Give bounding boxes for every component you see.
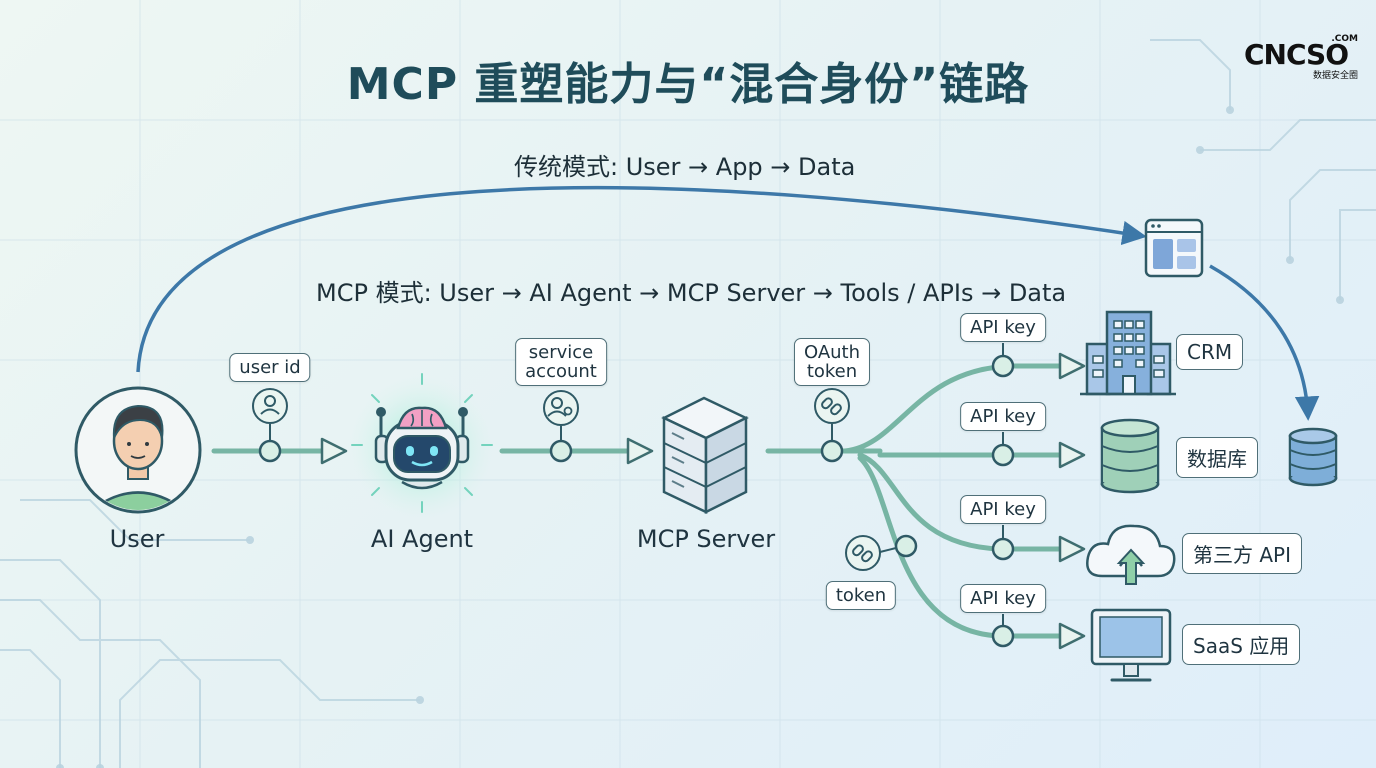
flow-node-third-party [991,537,1015,561]
saas-monitor-icon [1090,608,1172,682]
logo-text: CNCSO [1244,38,1349,71]
data-database-icon [1288,427,1338,487]
api-key-chip-third-party: API key [960,495,1046,524]
api-key-chip-crm: API key [960,313,1046,342]
service-account-line-2: account [525,361,597,382]
app-window-icon [1144,218,1204,278]
flow-hub-to-third-party [857,452,1063,552]
arrowhead-crm [1058,352,1086,380]
flow-node-db [991,443,1015,467]
ai-agent-robot-icon [350,373,494,520]
arrowhead-agent [320,437,348,465]
flow-node-saas [991,624,1015,648]
arrowhead-db [1058,441,1086,469]
flow-node-user-id [258,439,282,463]
oauth-token-line-2: token [806,361,858,382]
logo-com: .COM [1331,34,1358,44]
mcp-server-label: MCP Server [636,525,776,553]
arrowhead-saas [1058,622,1086,650]
mcp-mode-label: MCP 模式: User → AI Agent → MCP Server → T… [316,279,1067,307]
db-label: 数据库 [1176,437,1258,478]
traditional-mode-label: 传统模式: User → App → Data [514,153,856,181]
oauth-token-line-1: OAuth [803,342,861,363]
api-key-chip-saas: API key [960,584,1046,613]
service-account-icon [543,390,579,426]
token-chip: token [825,581,897,610]
flow-node-token [894,534,918,558]
traditional-arrow-app-to-data [1209,264,1320,421]
api-key-chip-db: API key [960,402,1046,431]
oauth-token-chip: OAuth token [793,338,871,386]
ai-agent-label: AI Agent [370,525,474,553]
oauth-link-icon [814,388,850,424]
service-account-chip: service account [515,338,607,386]
logo-subtitle: 数据安全圈 [1312,71,1358,81]
mcp-server-icon [661,396,749,515]
flow-hub-to-crm [842,363,1063,454]
service-account-line-1: service [528,342,594,363]
user-avatar-icon [74,386,202,514]
db-cylinder-icon [1100,418,1160,494]
arrowhead-server [626,437,654,465]
saas-app-label: SaaS 应用 [1182,624,1301,665]
crm-building-icon [1080,310,1176,396]
flow-node-oauth [820,439,844,463]
crm-label: CRM [1176,334,1244,370]
flow-hub-to-saas [857,455,1063,639]
flow-node-crm [991,354,1015,378]
flow-node-service-account [549,439,573,463]
user-id-icon [252,388,288,424]
arrowhead-third-party [1058,535,1086,563]
traditional-arrow-user-to-app [136,185,1147,373]
user-id-chip: user id [229,353,311,382]
page-title: MCP 重塑能力与“混合身份”链路 [346,59,1030,110]
third-party-api-label: 第三方 API [1182,533,1302,574]
token-link-icon [845,535,881,571]
cloud-upload-icon [1086,524,1176,585]
user-label: User [109,525,165,553]
cncso-logo: CNCSO .COM 数据安全圈 [1244,34,1360,81]
